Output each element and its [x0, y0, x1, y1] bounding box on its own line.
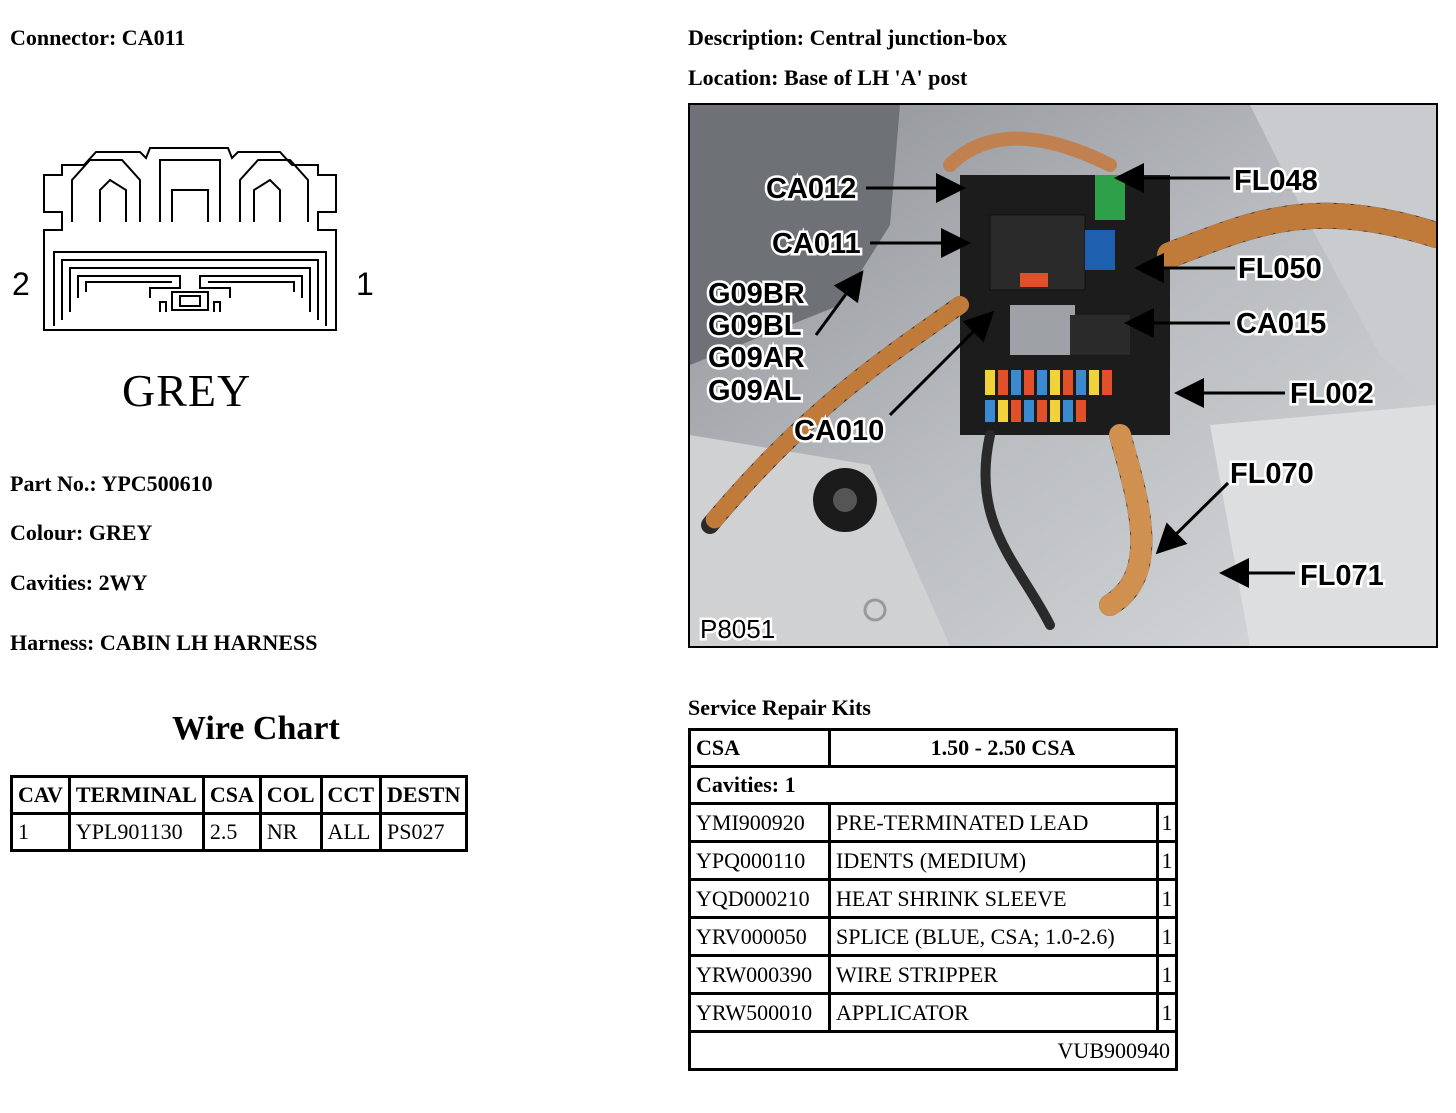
- callout-fl050: FL050: [1238, 253, 1322, 285]
- pin-1-label: 1: [356, 266, 374, 302]
- cell-csa: 2.5: [204, 815, 259, 849]
- connector-label: Connector: CA011: [10, 25, 186, 50]
- part-number: Part No.: YPC500610: [10, 471, 213, 496]
- arrow-ca010: [888, 310, 995, 417]
- wire-chart-title: Wire Chart: [172, 710, 340, 747]
- callout-fl002: FL002: [1290, 378, 1374, 410]
- cell-cav: 1: [13, 815, 68, 849]
- table-row: 1 YPL901130 2.5 NR ALL PS027: [13, 815, 466, 849]
- kit-number: VUB900940: [691, 1033, 1175, 1068]
- description: Description: Central junction-box: [688, 25, 1007, 50]
- callout-fl048: FL048: [1234, 165, 1318, 197]
- kit-qty: 1: [1159, 957, 1175, 992]
- kit-code: YRW500010: [691, 995, 828, 1030]
- callout-ca010: CA010: [794, 415, 884, 447]
- callout-fl071: FL071: [1300, 560, 1384, 592]
- cell-terminal: YPL901130: [70, 815, 202, 849]
- col-terminal: TERMINAL: [70, 778, 202, 812]
- connector-diagram: 2 1 GREY: [12, 147, 374, 416]
- harness: Harness: CABIN LH HARNESS: [10, 630, 318, 655]
- col-cct: CCT: [322, 778, 379, 812]
- colour: Colour: GREY: [10, 520, 153, 545]
- csa-label: CSA: [691, 731, 828, 765]
- cell-destn: PS027: [382, 815, 466, 849]
- table-row: YRW000390 WIRE STRIPPER 1: [691, 957, 1175, 992]
- table-row: YPQ000110 IDENTS (MEDIUM) 1: [691, 843, 1175, 878]
- arrow-fl070: [1155, 481, 1230, 555]
- kit-desc: PRE-TERMINATED LEAD: [831, 805, 1156, 840]
- col-destn: DESTN: [382, 778, 466, 812]
- service-repair-kits-table: CSA 1.50 - 2.50 CSA Cavities: 1 YMI90092…: [688, 728, 1178, 1071]
- kit-code: YMI900920: [691, 805, 828, 840]
- kits-csa-row: CSA 1.50 - 2.50 CSA: [691, 731, 1175, 765]
- csa-value: 1.50 - 2.50 CSA: [831, 731, 1175, 765]
- kit-code: YRW000390: [691, 957, 828, 992]
- table-row: YRW500010 APPLICATOR 1: [691, 995, 1175, 1030]
- kit-qty: 1: [1159, 881, 1175, 916]
- kits-number-row: VUB900940: [691, 1033, 1175, 1068]
- cell-cct: ALL: [322, 815, 379, 849]
- kit-desc: SPLICE (BLUE, CSA; 1.0-2.6): [831, 919, 1156, 954]
- wire-chart-table: CAV TERMINAL CSA COL CCT DESTN 1 YPL9011…: [10, 775, 469, 852]
- callout-g09bl: G09BL: [708, 310, 801, 342]
- callout-ca012: CA012: [766, 173, 856, 205]
- kits-cavities: Cavities: 1: [691, 768, 1175, 802]
- kit-desc: IDENTS (MEDIUM): [831, 843, 1156, 878]
- arrow-g09: [814, 270, 864, 336]
- col-col: COL: [261, 778, 320, 812]
- kit-qty: 1: [1159, 919, 1175, 954]
- kit-qty: 1: [1159, 805, 1175, 840]
- callout-ca011: CA011: [772, 228, 861, 260]
- wire-chart-header-row: CAV TERMINAL CSA COL CCT DESTN: [13, 778, 466, 812]
- cell-col: NR: [261, 815, 320, 849]
- cavities: Cavities: 2WY: [10, 570, 148, 595]
- col-csa: CSA: [204, 778, 259, 812]
- kits-title: Service Repair Kits: [688, 695, 871, 720]
- table-row: YQD000210 HEAT SHRINK SLEEVE 1: [691, 881, 1175, 916]
- col-cav: CAV: [13, 778, 68, 812]
- connector-colour-text: GREY: [122, 365, 251, 416]
- kit-desc: APPLICATOR: [831, 995, 1156, 1030]
- table-row: YRV000050 SPLICE (BLUE, CSA; 1.0-2.6) 1: [691, 919, 1175, 954]
- photo-illustration: CA012 CA011 G09BR G09BL G09AR G09AL CA01…: [690, 105, 1436, 646]
- kit-code: YQD000210: [691, 881, 828, 916]
- kit-qty: 1: [1159, 995, 1175, 1030]
- location: Location: Base of LH 'A' post: [688, 65, 968, 90]
- callout-g09al: G09AL: [708, 375, 801, 407]
- callout-g09br: G09BR: [708, 278, 805, 310]
- callout-fl070: FL070: [1230, 458, 1314, 490]
- photo-ref: P8051: [700, 614, 775, 644]
- callout-ca015: CA015: [1236, 308, 1326, 340]
- kits-cavities-row: Cavities: 1: [691, 768, 1175, 802]
- junction-box-photo: CA012 CA011 G09BR G09BL G09AR G09AL CA01…: [688, 103, 1438, 648]
- kit-desc: HEAT SHRINK SLEEVE: [831, 881, 1156, 916]
- kit-code: YPQ000110: [691, 843, 828, 878]
- table-row: YMI900920 PRE-TERMINATED LEAD 1: [691, 805, 1175, 840]
- pin-2-label: 2: [12, 266, 30, 302]
- kit-qty: 1: [1159, 843, 1175, 878]
- kit-code: YRV000050: [691, 919, 828, 954]
- kit-desc: WIRE STRIPPER: [831, 957, 1156, 992]
- callout-g09ar: G09AR: [708, 342, 805, 374]
